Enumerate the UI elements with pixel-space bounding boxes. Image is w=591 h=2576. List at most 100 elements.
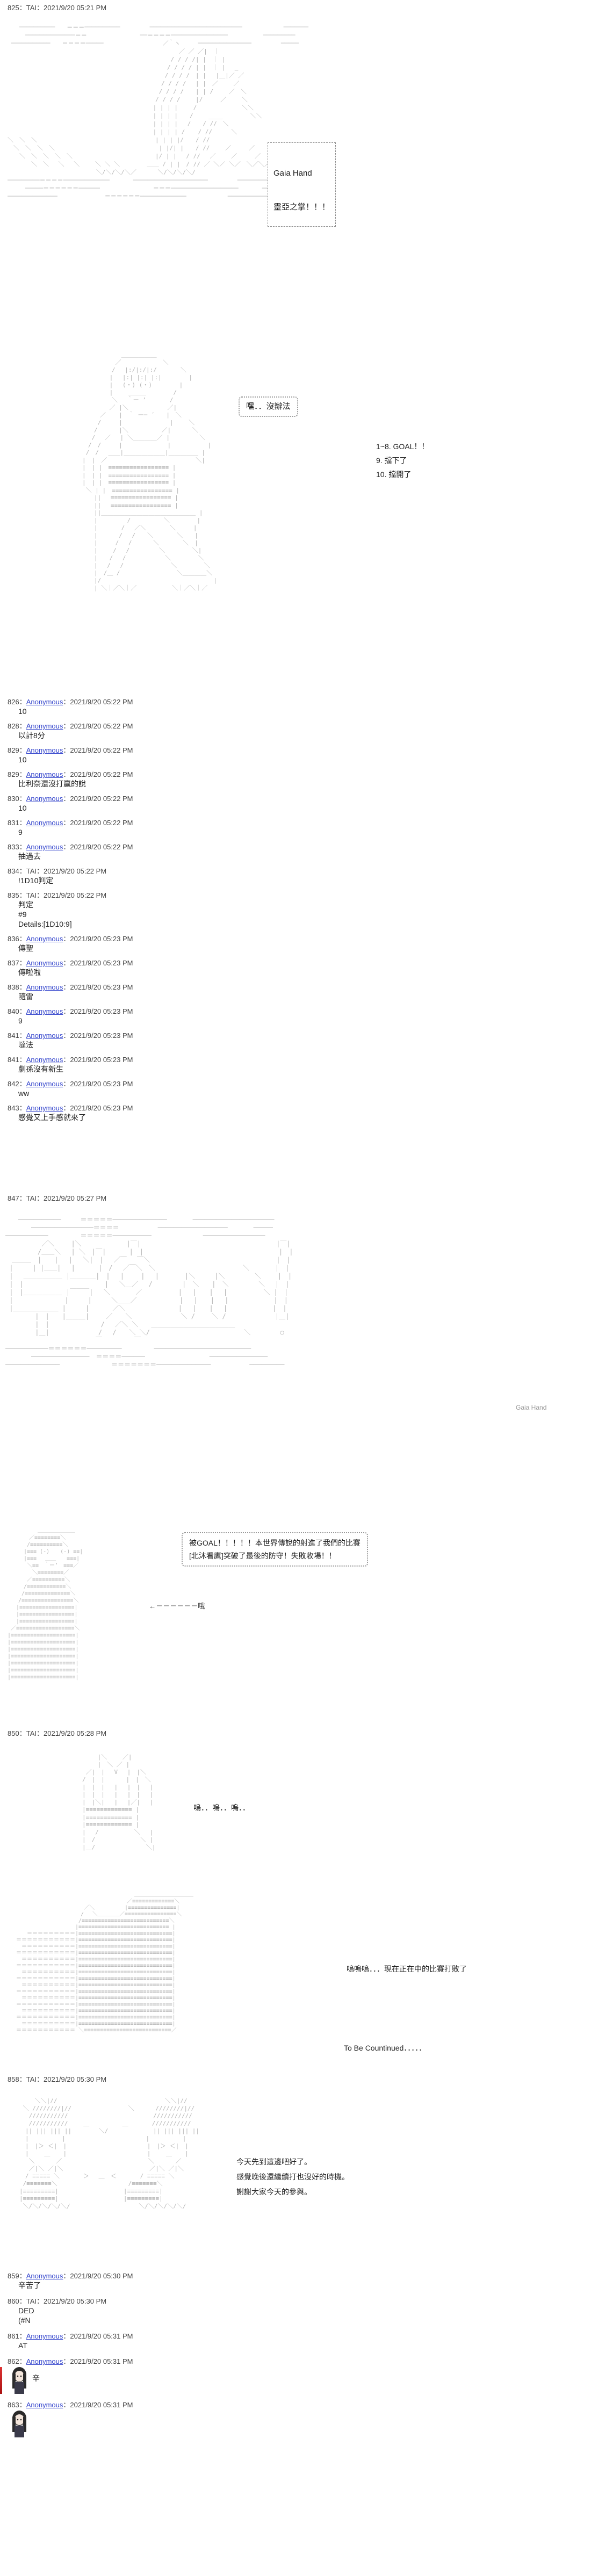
poster-name[interactable]: Anonymous bbox=[26, 983, 63, 991]
post: 831：Anonymous：2021/9/20 05:22 PM 9 bbox=[8, 818, 582, 837]
label-line: Gaia Hand bbox=[273, 169, 312, 178]
post: 829：Anonymous：2021/9/20 05:22 PM 比利奈還沒打贏… bbox=[8, 770, 582, 789]
poster-name[interactable]: Anonymous bbox=[26, 746, 63, 754]
post: 836：Anonymous：2021/9/20 05:23 PM 傳聖 bbox=[8, 934, 582, 953]
post-header: 858：TAI：2021/9/20 05:30 PM bbox=[8, 2075, 107, 2083]
post: 859：Anonymous：2021/9/20 05:30 PM 辛苦了 bbox=[8, 2271, 582, 2290]
post-number: 830 bbox=[8, 795, 19, 803]
post-date: 2021/9/20 05:21 PM bbox=[44, 4, 107, 12]
post-date: 2021/9/20 05:27 PM bbox=[44, 1194, 107, 1202]
announcer-bubble: 被GOAL！！！！！本世界傳說的射進了我們的比賽 [北沐看鷹]突破了最後的防守！… bbox=[182, 1532, 368, 1567]
post-number: 847 bbox=[8, 1194, 19, 1202]
poster-name[interactable]: Anonymous bbox=[26, 843, 63, 851]
ascii-art-kneeling-player: ＿＿＿＿＿＿＿＿＿＿＿ ／≡≡≡≡≡≡≡≡≡≡≡≡≡＼ ／＼ |≡≡≡≡≡≡≡≡… bbox=[16, 1892, 193, 2033]
post-body bbox=[8, 2409, 582, 2438]
post-body: 噠法 bbox=[18, 1041, 33, 1049]
post: 830：Anonymous：2021/9/20 05:22 PM 10 bbox=[8, 794, 582, 813]
post-date: 2021/9/20 05:22 PM bbox=[44, 891, 107, 899]
post-header: 826：Anonymous：2021/9/20 05:22 PM bbox=[8, 698, 133, 706]
poster-name[interactable]: Anonymous bbox=[26, 1031, 63, 1040]
post-header: 837：Anonymous：2021/9/20 05:23 PM bbox=[8, 959, 133, 967]
post-date: 2021/9/20 05:31 PM bbox=[70, 2332, 133, 2340]
post: 858：TAI：2021/9/20 05:30 PM bbox=[8, 2075, 582, 2084]
poster-name[interactable]: Anonymous bbox=[26, 2357, 63, 2365]
post-number: 825 bbox=[8, 4, 19, 12]
poster-name[interactable]: Anonymous bbox=[26, 959, 63, 967]
post: 843：Anonymous：2021/9/20 05:23 PM 感覺又上手感就… bbox=[8, 1103, 582, 1122]
post-number: 837 bbox=[8, 959, 19, 967]
post-header: 834：TAI：2021/9/20 05:22 PM bbox=[8, 867, 107, 875]
poster-name[interactable]: Anonymous bbox=[26, 1007, 63, 1015]
ascii-art-speed-lines: ────────── ＝＝＝────────── ───────────────… bbox=[8, 24, 312, 200]
post-body: ww bbox=[18, 1089, 30, 1098]
dice-result: 判定 #9 Details:[1D10:9] bbox=[18, 900, 72, 928]
poster-name: TAI bbox=[26, 1729, 37, 1737]
post-header: 847：TAI：2021/9/20 05:27 PM bbox=[8, 1194, 107, 1202]
post-date: 2021/9/20 05:23 PM bbox=[70, 1080, 133, 1088]
post: 835：TAI：2021/9/20 05:22 PM 判定 #9 Details… bbox=[8, 891, 582, 929]
poster-name[interactable]: Anonymous bbox=[26, 2272, 63, 2280]
post-number: 842 bbox=[8, 1080, 19, 1088]
poster-name: TAI bbox=[26, 2297, 37, 2305]
post-number: 841 bbox=[8, 1031, 19, 1040]
post-body: 隨雷 bbox=[18, 992, 33, 1001]
ascii-art-gaia-hand-impact: ─────────── ＝＝＝＝＝────────────── ────────… bbox=[5, 1216, 293, 1368]
to-be-continued: To Be Countinued．．．．． bbox=[344, 2044, 427, 2052]
post-number: 858 bbox=[8, 2075, 19, 2083]
outcome-list: 1~8. GOAL！！ 9. 擋下了 10. 擋開了 bbox=[376, 442, 429, 479]
impact-caption: Gaia Hand bbox=[516, 1404, 547, 1411]
ascii-art-goalkeeper: ＿＿＿＿＿＿ ／ ＼ / |:/|:/|:/ ＼ | |:| |:| |:| |… bbox=[82, 351, 217, 591]
poster-name[interactable]: Anonymous bbox=[26, 1056, 63, 1064]
post-date: 2021/9/20 05:31 PM bbox=[70, 2401, 133, 2409]
post-header: 859：Anonymous：2021/9/20 05:30 PM bbox=[8, 2272, 133, 2280]
poster-name[interactable]: Anonymous bbox=[26, 1080, 63, 1088]
poster-name[interactable]: Anonymous bbox=[26, 698, 63, 706]
poster-name[interactable]: Anonymous bbox=[26, 770, 63, 778]
speech-bubble: 嘿．．沒辦法 bbox=[239, 396, 298, 417]
poster-name: TAI bbox=[26, 2075, 37, 2083]
post-header: 841：Anonymous：2021/9/20 05:23 PM bbox=[8, 1056, 133, 1064]
poster-name[interactable]: Anonymous bbox=[26, 795, 63, 803]
post-date: 2021/9/20 05:23 PM bbox=[70, 1104, 133, 1112]
post-body: 傳聖 bbox=[18, 944, 33, 953]
poster-name[interactable]: Anonymous bbox=[26, 819, 63, 827]
post: 850：TAI：2021/9/20 05:28 PM bbox=[8, 1729, 582, 1738]
post-header: 850：TAI：2021/9/20 05:28 PM bbox=[8, 1729, 107, 1737]
post: 861：Anonymous：2021/9/20 05:31 PM AT bbox=[8, 2332, 582, 2350]
poster-name: TAI bbox=[26, 1194, 37, 1202]
poster-name[interactable]: Anonymous bbox=[26, 1104, 63, 1112]
post-date: 2021/9/20 05:23 PM bbox=[70, 1056, 133, 1064]
post: 847：TAI：2021/9/20 05:27 PM bbox=[8, 1194, 582, 1203]
post-body: AT bbox=[18, 2341, 27, 2350]
arrow-whisper: ←－－－－－－哦 bbox=[145, 1589, 205, 1612]
post-header: 861：Anonymous：2021/9/20 05:31 PM bbox=[8, 2332, 133, 2340]
post-body: 傳啦啦 bbox=[18, 968, 41, 977]
poster-name[interactable]: Anonymous bbox=[26, 722, 63, 730]
poster-name[interactable]: Anonymous bbox=[26, 935, 63, 943]
post: 825：TAI：2021/9/20 05:21 PM bbox=[8, 3, 582, 12]
post-number: 833 bbox=[8, 843, 19, 851]
post-body: 劇孫沒有新生 bbox=[18, 1065, 63, 1073]
post-header: 830：Anonymous：2021/9/20 05:22 PM bbox=[8, 795, 133, 803]
post-body: 辛苦了 bbox=[18, 2281, 41, 2290]
post-date: 2021/9/20 05:30 PM bbox=[44, 2075, 107, 2083]
post-date: 2021/9/20 05:31 PM bbox=[70, 2357, 133, 2365]
post-number: 843 bbox=[8, 1104, 19, 1112]
post-header: 829：Anonymous：2021/9/20 05:22 PM bbox=[8, 770, 133, 778]
post-date: 2021/9/20 05:22 PM bbox=[70, 770, 133, 778]
post-number: 863 bbox=[8, 2401, 19, 2409]
post-date: 2021/9/20 05:22 PM bbox=[70, 819, 133, 827]
post: 838：Anonymous：2021/9/20 05:23 PM 隨雷 bbox=[8, 983, 582, 1001]
post-header: 825：TAI：2021/9/20 05:21 PM bbox=[8, 4, 107, 12]
post-number: 836 bbox=[8, 935, 19, 943]
red-stamp-icon bbox=[0, 2367, 2, 2394]
post-header: 863：Anonymous：2021/9/20 05:31 PM bbox=[8, 2401, 133, 2409]
post-number: 859 bbox=[8, 2272, 19, 2280]
post: 834：TAI：2021/9/20 05:22 PM !1D10判定 bbox=[8, 867, 582, 885]
post-header: 838：Anonymous：2021/9/20 05:23 PM bbox=[8, 983, 133, 991]
poster-name[interactable]: Anonymous bbox=[26, 2401, 63, 2409]
post-date: 2021/9/20 05:22 PM bbox=[70, 795, 133, 803]
post-date: 2021/9/20 05:22 PM bbox=[70, 698, 133, 706]
avatar bbox=[12, 2411, 26, 2437]
poster-name[interactable]: Anonymous bbox=[26, 2332, 63, 2340]
